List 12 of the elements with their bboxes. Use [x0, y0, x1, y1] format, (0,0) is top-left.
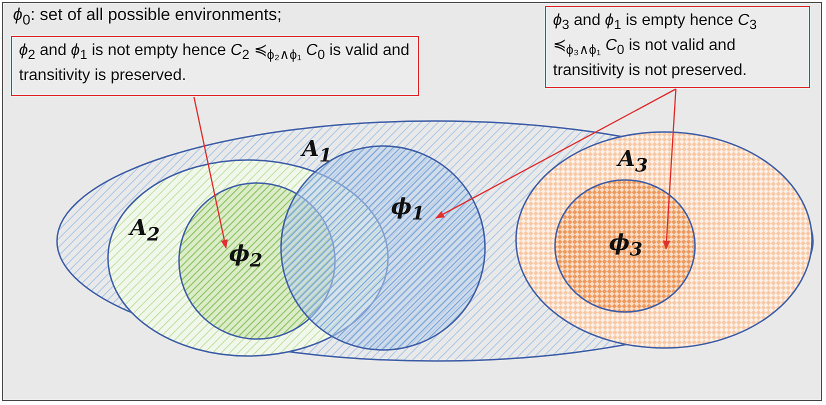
pointer-arrow — [193, 96, 228, 249]
pointer-arrow — [662, 88, 676, 250]
set-label: A$_{1}$ — [302, 136, 332, 166]
set-label: A$_{3}$ — [618, 146, 648, 176]
set-label: ϕ$_{1}$ — [391, 194, 424, 224]
callout-box: ϕ$_{3}$ and ϕ$_{1}$ is empty hence C$_{3}$ ≼$_{ϕ₃∧ϕ₁}$ C$_{0}$ is not valid and transitivity is not preserved. — [545, 6, 810, 88]
callout-box: ϕ$_{2}$ and ϕ$_{1}$ is not empty hence C$_{2}$ ≼$_{ϕ₂∧ϕ₁}$ C$_{0}$ is valid and transitivity is preserved. — [11, 36, 419, 96]
pointer-arrow — [435, 88, 676, 219]
set-label: ϕ$_{2}$ — [229, 241, 262, 272]
set-label: A$_{2}$ — [130, 215, 160, 246]
set-label: ϕ$_{3}$ — [609, 230, 642, 260]
note-text: ϕ$_{0}$: set of all possible environments; — [13, 5, 282, 28]
